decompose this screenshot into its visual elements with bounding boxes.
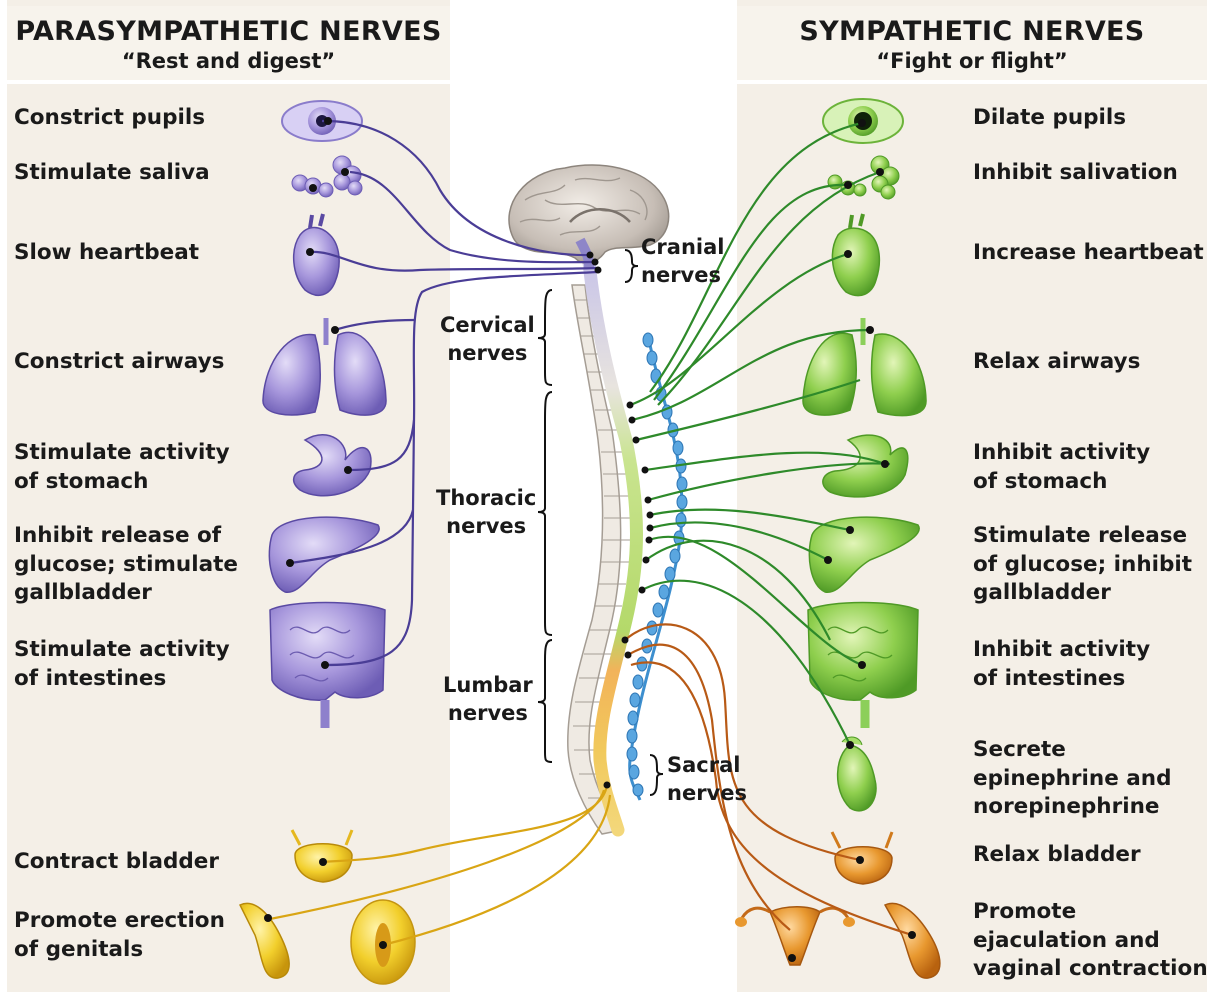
para-label-saliva: Stimulate saliva bbox=[14, 160, 210, 185]
symp-liver bbox=[808, 516, 920, 593]
lumbar-nerves-label: Lumbar nerves bbox=[443, 673, 533, 725]
thoracic-nerves-label: Thoracic nerves bbox=[436, 486, 537, 538]
sympathetic-title: SYMPATHETIC NERVES bbox=[799, 16, 1145, 47]
symp-label-airways: Relax airways bbox=[973, 349, 1141, 374]
sympathetic-subtitle: “Fight or flight” bbox=[876, 49, 1068, 73]
symp-male-genitals bbox=[883, 902, 941, 979]
para-stomach bbox=[293, 433, 372, 497]
sympathetic-header: SYMPATHETIC NERVES “Fight or flight” bbox=[737, 6, 1207, 84]
nerve-region-brackets bbox=[537, 249, 664, 796]
para-intestines bbox=[269, 601, 386, 728]
sacral-nerves-label: Sacral nerves bbox=[667, 753, 747, 805]
sacral-parasympathetic-nerves bbox=[264, 784, 612, 947]
para-heart bbox=[293, 213, 340, 297]
para-lungs bbox=[262, 318, 387, 416]
para-label-pupils: Constrict pupils bbox=[14, 105, 206, 130]
symp-label-epinephrine: Secrete epinephrine and norepinephrine bbox=[973, 737, 1172, 819]
parasympathetic-title: PARASYMPATHETIC NERVES bbox=[15, 16, 442, 47]
parasympathetic-subtitle: “Rest and digest” bbox=[121, 49, 336, 73]
para-label-airways: Constrict airways bbox=[14, 349, 225, 374]
symp-uterus bbox=[735, 906, 855, 966]
symp-label-pupils: Dilate pupils bbox=[973, 105, 1127, 130]
nerve-endpoints bbox=[264, 117, 916, 962]
vertebral-column bbox=[567, 255, 643, 837]
para-male-genitals bbox=[238, 902, 290, 979]
symp-label-stomach: Inhibit activity of stomach bbox=[973, 440, 1151, 494]
para-label-glucose: Inhibit release of glucose; stimulate ga… bbox=[14, 523, 238, 605]
symp-lungs bbox=[802, 318, 927, 417]
symp-adrenal-kidney bbox=[836, 736, 877, 812]
symp-heart bbox=[831, 213, 881, 297]
cranial-nerves-label: Cranial nerves bbox=[641, 235, 725, 287]
parasympathetic-nerves bbox=[289, 119, 599, 667]
sympathetic-nerves bbox=[629, 121, 891, 746]
parasympathetic-panel: PARASYMPATHETIC NERVES “Rest and digest” bbox=[7, 0, 450, 992]
para-liver bbox=[268, 516, 380, 593]
cervical-nerves-label: Cervical nerves bbox=[440, 313, 535, 365]
para-salivary-glands bbox=[291, 155, 363, 198]
parasympathetic-header: PARASYMPATHETIC NERVES “Rest and digest” bbox=[7, 6, 450, 84]
symp-label-heartbeat: Increase heartbeat bbox=[973, 240, 1204, 265]
symp-label-salivation: Inhibit salivation bbox=[973, 160, 1178, 185]
para-bladder bbox=[290, 829, 354, 883]
para-label-intestines: Stimulate activity of intestines bbox=[14, 637, 230, 691]
symp-stomach bbox=[822, 434, 909, 498]
para-label-heartbeat: Slow heartbeat bbox=[14, 240, 200, 265]
symp-label-intestines: Inhibit activity of intestines bbox=[973, 637, 1151, 691]
para-label-genitals: Promote erection of genitals bbox=[14, 908, 225, 962]
sympathetic-panel: SYMPATHETIC NERVES “Fight or flight” bbox=[737, 0, 1207, 992]
lumbar-sympathetic-nerves bbox=[624, 623, 913, 937]
symp-label-ejaculation: Promote ejaculation and vaginal contract… bbox=[973, 899, 1208, 981]
symp-intestines bbox=[807, 601, 919, 728]
para-label-bladder: Contract bladder bbox=[14, 849, 219, 874]
para-label-stomach: Stimulate activity of stomach bbox=[14, 440, 230, 494]
symp-label-glucose: Stimulate release of glucose; inhibit ga… bbox=[973, 523, 1193, 605]
symp-bladder bbox=[830, 831, 894, 885]
symp-label-bladder: Relax bladder bbox=[973, 842, 1141, 867]
